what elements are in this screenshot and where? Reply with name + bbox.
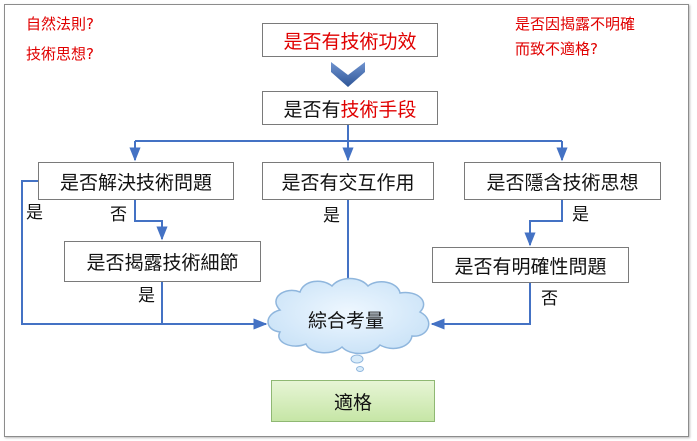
technical-means-highlight: 技術手段 [340, 98, 417, 121]
details-yes-label: 是 [138, 286, 155, 306]
interaction-box: 是否有交互作用 [262, 162, 434, 200]
implicit-yes-label: 是 [572, 205, 589, 225]
solve-problem-box: 是否解決技術問題 [38, 162, 234, 200]
implicit-idea-box: 是否隱含技術思想 [464, 162, 661, 200]
eligible-result-box: 適格 [271, 380, 435, 422]
solve-yes-label: 是 [26, 203, 43, 223]
clarity-problem-box: 是否有明確性問題 [432, 247, 629, 283]
technical-means-prefix: 是否有 [283, 98, 341, 121]
note-technical-idea: 技術思想? [26, 45, 94, 63]
note-ineligible: 而致不適格? [515, 40, 598, 58]
note-unclear-disclosure: 是否因揭露不明確 [515, 15, 636, 33]
interaction-yes-label: 是 [323, 206, 340, 226]
note-natural-law: 自然法則? [26, 15, 94, 33]
clarity-problem-label: 是否有明確性問題 [454, 255, 607, 278]
technical-means-box: 是否有技術手段 [262, 91, 438, 125]
technical-effect-box: 是否有技術功效 [262, 23, 438, 57]
disclose-details-box: 是否揭露技術細節 [64, 241, 261, 282]
overall-consideration-cloud [267, 277, 430, 372]
solve-problem-label: 是否解決技術問題 [59, 171, 212, 194]
solve-no-label: 否 [110, 205, 127, 225]
chevron-down-icon [331, 62, 365, 87]
interaction-label: 是否有交互作用 [281, 171, 415, 194]
overall-consideration-label: 綜合考量 [307, 310, 384, 332]
disclose-details-label: 是否揭露技術細節 [86, 252, 239, 274]
eligible-result-label: 適格 [333, 391, 372, 414]
clarity-no-label: 否 [541, 289, 558, 309]
implicit-idea-label: 是否隱含技術思想 [486, 171, 639, 194]
technical-effect-label: 是否有技術功效 [283, 30, 417, 53]
